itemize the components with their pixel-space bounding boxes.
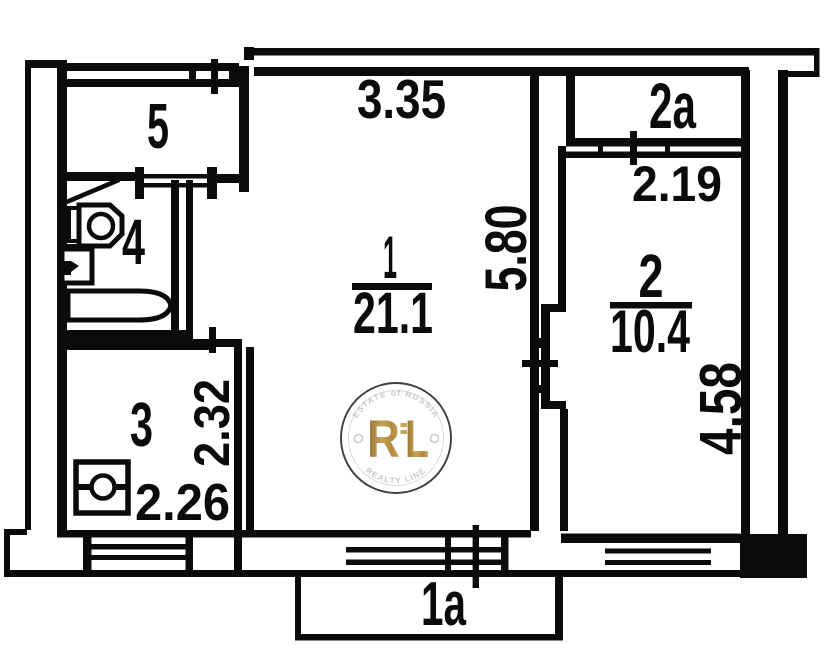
- svg-text:4.58: 4.58: [688, 362, 754, 455]
- svg-text:2: 2: [639, 242, 664, 310]
- svg-text:10.4: 10.4: [610, 298, 690, 365]
- svg-text:3: 3: [130, 391, 153, 460]
- svg-text:5.80: 5.80: [474, 205, 539, 292]
- svg-text:3.35: 3.35: [357, 68, 446, 130]
- svg-text:21.1: 21.1: [353, 281, 433, 346]
- svg-text:4: 4: [122, 206, 145, 278]
- svg-text:2.26: 2.26: [135, 474, 230, 532]
- svg-text:1: 1: [383, 224, 397, 291]
- svg-text:2.19: 2.19: [632, 156, 722, 212]
- svg-text:2a: 2a: [649, 70, 696, 142]
- svg-text:R: R: [367, 410, 400, 469]
- svg-text:L: L: [405, 410, 429, 469]
- svg-text:2.32: 2.32: [184, 379, 240, 467]
- svg-text:1a: 1a: [421, 570, 466, 639]
- svg-text:5: 5: [147, 90, 169, 162]
